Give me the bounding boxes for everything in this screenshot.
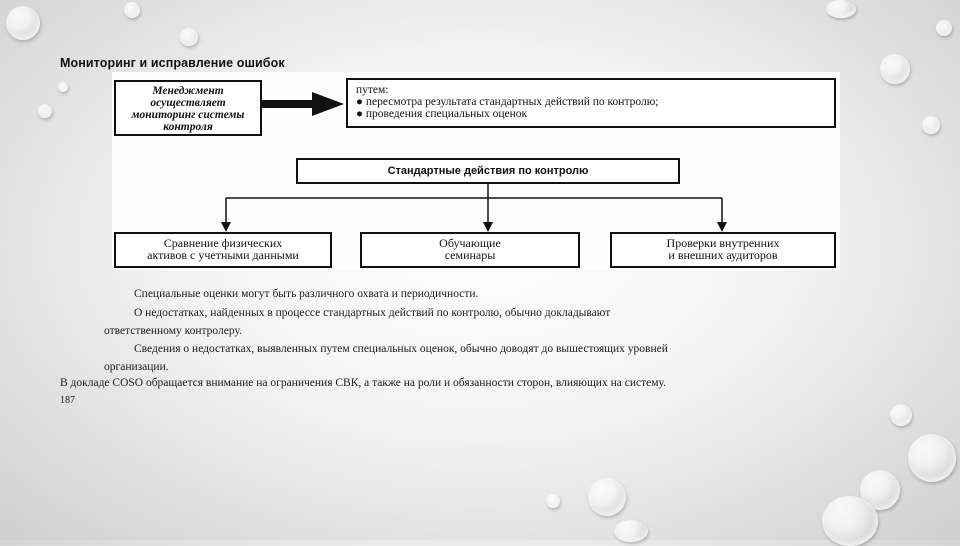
water-drop [890,404,912,426]
water-drop [880,54,910,84]
water-drop [826,0,856,18]
water-drop [546,494,560,508]
water-drop [6,6,40,40]
arrow-head [717,222,727,232]
paragraph-3-line-2: организации. [104,361,169,373]
water-drop [180,28,198,46]
document-title: Мониторинг и исправление ошибок [60,56,285,70]
water-drop [936,20,952,36]
arrow-head [221,222,231,232]
water-drop [124,2,140,18]
paragraph-4: В докладе COSO обращается внимание на ог… [60,377,666,389]
water-drop [822,496,878,546]
arrow-head [483,222,493,232]
water-drop [908,434,956,482]
water-drop [38,104,52,118]
page-number: 187 [60,395,75,406]
paragraph-1: Специальные оценки могут быть различного… [134,288,478,300]
water-drop [614,520,648,542]
paragraph-2-line-2: ответственному контролеру. [104,325,242,337]
diagram-connectors [112,72,840,270]
paragraph-2-line-1: О недостатках, найденных в процессе стан… [134,307,610,319]
paragraph-3-line-1: Сведения о недостатках, выявленных путем… [134,343,668,355]
water-drop [588,478,626,516]
main-arrow [262,92,344,116]
water-drop [922,116,940,134]
water-drop [58,82,68,92]
